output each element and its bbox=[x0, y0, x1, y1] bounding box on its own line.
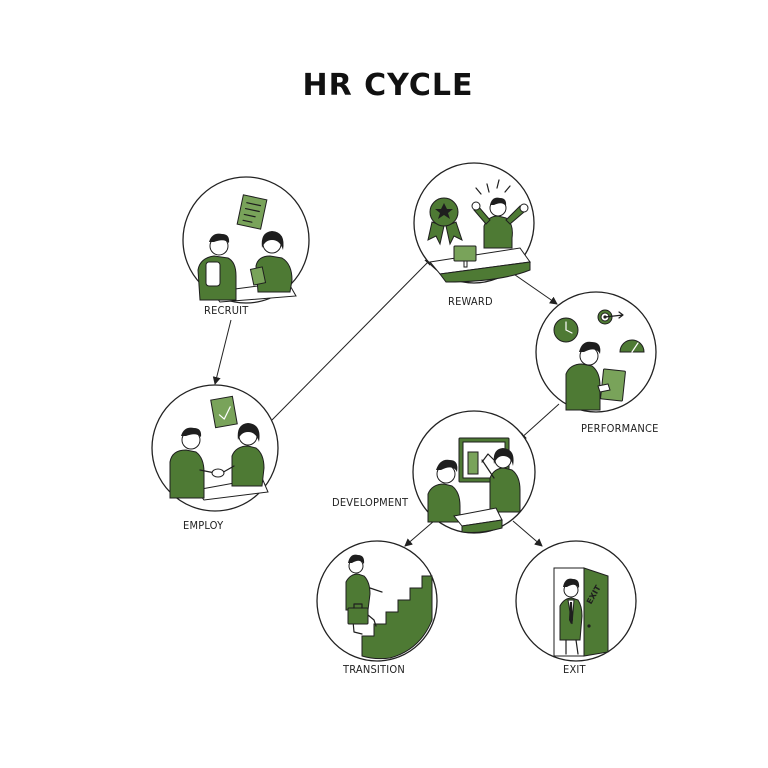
exit-door-icon bbox=[583, 567, 609, 657]
node-recruit: RECRUIT bbox=[182, 176, 310, 317]
gauge-icon bbox=[619, 339, 645, 353]
award-badge-icon bbox=[427, 197, 463, 246]
recruit-illustration bbox=[197, 194, 297, 303]
briefcase-icon bbox=[347, 607, 369, 625]
edge-performance-development bbox=[518, 403, 560, 441]
edge-reward-performance bbox=[507, 269, 558, 305]
diagram-title: HR CYCLE bbox=[303, 68, 474, 103]
transition-label: TRANSITION bbox=[342, 663, 405, 676]
reward-illustration bbox=[427, 179, 531, 283]
exit-label: EXIT bbox=[563, 663, 587, 676]
exit-illustration: EXIT bbox=[553, 567, 609, 657]
clock-icon bbox=[553, 317, 579, 343]
edge-recruit-employ bbox=[212, 319, 232, 385]
reward-label: REWARD bbox=[448, 295, 493, 308]
transition-illustration bbox=[345, 554, 433, 660]
edges bbox=[212, 257, 560, 547]
performance-label: PERFORMANCE bbox=[581, 422, 659, 435]
edge-development-exit bbox=[512, 520, 543, 547]
edge-employ-reward bbox=[271, 257, 433, 421]
employ-illustration bbox=[169, 395, 269, 501]
node-development: DEVELOPMENT bbox=[332, 410, 536, 534]
node-exit: EXIT EXIT bbox=[515, 540, 637, 676]
approved-document-icon bbox=[210, 395, 238, 429]
edge-development-transition bbox=[404, 520, 435, 547]
node-transition: TRANSITION bbox=[316, 540, 438, 676]
recruit-label: RECRUIT bbox=[204, 304, 249, 317]
stairs-icon bbox=[361, 575, 433, 660]
target-icon bbox=[597, 309, 624, 325]
whiteboard-icon bbox=[458, 437, 510, 483]
document-icon bbox=[236, 194, 268, 230]
development-label: DEVELOPMENT bbox=[332, 496, 409, 509]
employ-label: EMPLOY bbox=[183, 519, 224, 532]
development-illustration bbox=[427, 437, 521, 533]
node-employ: EMPLOY bbox=[151, 384, 279, 532]
node-reward: REWARD bbox=[413, 162, 535, 308]
performance-illustration bbox=[553, 309, 645, 411]
node-performance: PERFORMANCE bbox=[535, 291, 659, 435]
